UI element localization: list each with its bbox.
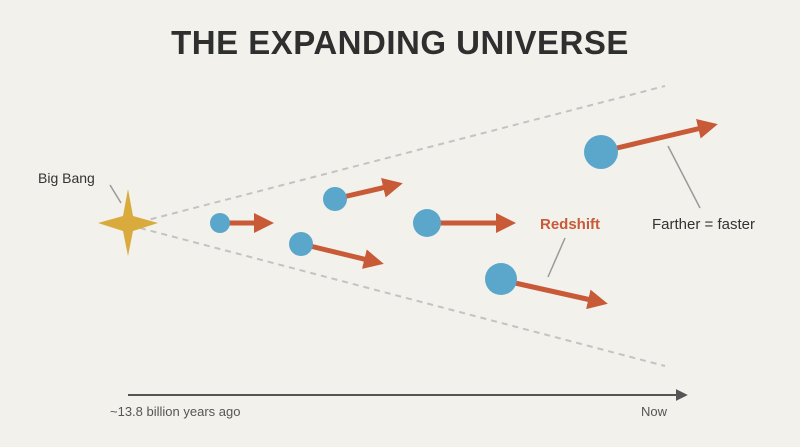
galaxy-dot <box>210 213 230 233</box>
galaxy-dot <box>413 209 441 237</box>
big-bang-leader <box>109 184 122 204</box>
galaxy-dot <box>485 263 517 295</box>
galaxy-dot <box>584 135 618 169</box>
redshift-leader <box>547 237 566 278</box>
galaxy-group-3 <box>289 232 384 269</box>
page-title: THE EXPANDING UNIVERSE <box>171 24 629 61</box>
farther-faster-leader <box>667 145 701 209</box>
farther-faster-label: Farther = faster <box>652 216 755 233</box>
galaxy-group-4 <box>413 209 516 237</box>
cone-lower-edge <box>139 227 666 367</box>
velocity-arrow <box>309 243 384 269</box>
timeline-end-label: Now <box>641 404 668 419</box>
velocity-arrow <box>616 119 718 151</box>
velocity-arrow <box>514 280 608 310</box>
galaxy-dot <box>323 187 347 211</box>
cone-upper-edge <box>139 85 666 223</box>
galaxy-group-2 <box>323 177 403 211</box>
galaxy-group-1 <box>210 213 274 233</box>
galaxy-group-6 <box>584 119 718 169</box>
big-bang-star-icon <box>98 189 158 256</box>
big-bang-label: Big Bang <box>38 170 95 186</box>
redshift-label: Redshift <box>540 216 600 233</box>
galaxy-dot <box>289 232 313 256</box>
timeline-start-label: ~13.8 billion years ago <box>110 404 240 419</box>
velocity-arrow <box>342 177 403 200</box>
galaxy-group-5 <box>485 263 608 310</box>
